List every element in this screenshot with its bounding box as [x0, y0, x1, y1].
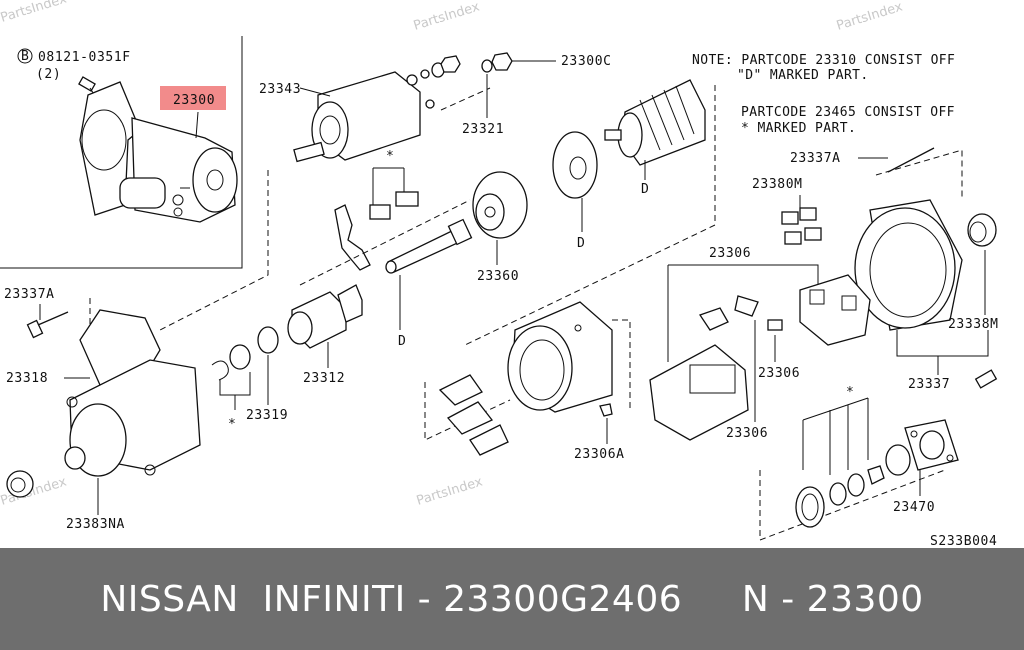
label-23306-top: 23306 [709, 246, 751, 261]
label-23360: 23360 [477, 269, 519, 284]
bolt-marker-letter: B [21, 49, 29, 64]
label-23321: 23321 [462, 122, 504, 137]
part-nut-washer-top [431, 52, 513, 78]
highlight-box [160, 86, 226, 110]
part-23337A-short-bolt [26, 311, 69, 339]
part-23306A-clip [599, 403, 613, 417]
label-d-armature: D [641, 182, 649, 197]
dash-guide-right [875, 149, 963, 200]
star-label-1: * [386, 149, 394, 164]
part-23337-yoke [854, 199, 963, 331]
bolt-code-label: 08121-0351F [38, 50, 131, 65]
part-pole-pieces [438, 374, 509, 456]
label-d-shaft: D [398, 334, 406, 349]
label-23383NA: 23383NA [66, 517, 125, 532]
part-spring-lever [334, 204, 371, 271]
dash-solenoid-nut [440, 87, 491, 111]
footer-group: N - 23300 [741, 578, 924, 620]
part-brush-holder [799, 274, 871, 346]
bracket-23337 [896, 330, 989, 357]
watermark-top-center: PartsIndex [412, 0, 482, 34]
dash-guide-armature [464, 85, 716, 346]
label-23306-mid: 23306 [758, 366, 800, 381]
label-23306-low: 23306 [726, 426, 768, 441]
footer-part-number: 23300G2406 [443, 578, 683, 620]
part-23337A-long-bolt [887, 147, 935, 173]
label-23337: 23337 [908, 377, 950, 392]
part-brush-plate [649, 295, 783, 441]
dash-seal-group [759, 469, 946, 541]
dash-frame-right [612, 319, 631, 410]
label-23312: 23312 [303, 371, 345, 386]
part-23312-pinion [287, 284, 363, 349]
part-23360-gear [472, 171, 528, 239]
bolt-marker-circle [17, 48, 33, 64]
bolt-qty-label: (2) [36, 67, 61, 82]
bracket-23306-top [667, 264, 819, 362]
bracket-star-1 [372, 167, 405, 205]
part-field-frame [507, 301, 613, 413]
diagram-code: S233B004 [930, 534, 997, 548]
part-23300-leader [195, 111, 199, 139]
watermark-top-right: PartsIndex [835, 0, 905, 34]
inset-frame [0, 36, 243, 269]
label-23318: 23318 [6, 371, 48, 386]
label-23380M: 23380M [752, 177, 803, 192]
part-end-plate [552, 131, 598, 199]
star-label-3: * [846, 385, 854, 400]
bracket-star-2 [219, 372, 251, 410]
parts-diagram: PartsIndex PartsIndex PartsIndex PartsIn… [0, 0, 999, 549]
watermark-top-left: PartsIndex [0, 0, 69, 26]
diagram-svg: PartsIndex PartsIndex PartsIndex PartsIn… [0, 0, 999, 549]
label-23470: 23470 [893, 500, 935, 515]
label-d-plate: D [577, 236, 585, 251]
footer-gap [682, 579, 742, 620]
part-23338M-bushing [967, 213, 997, 247]
label-23300C: 23300C [561, 54, 612, 69]
label-23337A-top: 23337A [790, 151, 841, 166]
bracket-star-3 [802, 397, 869, 475]
note-line-1: NOTE: PARTCODE 23310 CONSIST OFF [692, 53, 955, 68]
note-line-4: * MARKED PART. [741, 121, 856, 136]
label-23319: 23319 [246, 408, 288, 423]
part-snap-ring [211, 326, 279, 381]
footer-brand: NISSAN INFINITI [100, 578, 406, 620]
label-23306A: 23306A [574, 447, 625, 462]
part-23470-flange [904, 419, 959, 471]
footer-separator: - [405, 578, 444, 620]
leader-23343 [299, 87, 331, 97]
part-small-clips [369, 191, 419, 220]
note-line-3: PARTCODE 23465 CONSIST OFF [741, 105, 955, 120]
dash-guide-left [159, 170, 269, 331]
watermark-bottom-center: PartsIndex [415, 474, 485, 508]
dash-guide-shaft [299, 199, 471, 286]
footer-bar: NISSAN INFINITI - 23300G2406 N - 23300 [0, 548, 1024, 650]
star-label-2: * [228, 417, 236, 432]
part-23380M-springs [781, 207, 822, 245]
label-23343: 23343 [259, 82, 301, 97]
part-small-bolt-right [974, 369, 998, 389]
part-23300-label: 23300 [173, 93, 215, 108]
label-23337A-left: 23337A [4, 287, 55, 302]
part-armature [604, 79, 706, 166]
note-line-2: "D" MARKED PART. [737, 68, 869, 83]
part-23343-solenoid [293, 69, 435, 163]
part-shaft [385, 218, 473, 274]
inset-starter-assembly [79, 81, 238, 223]
part-23318-housing [64, 309, 201, 477]
label-23338M: 23338M [948, 317, 999, 332]
part-seal-washers [795, 444, 911, 528]
part-23383NA-bushing [6, 470, 34, 498]
